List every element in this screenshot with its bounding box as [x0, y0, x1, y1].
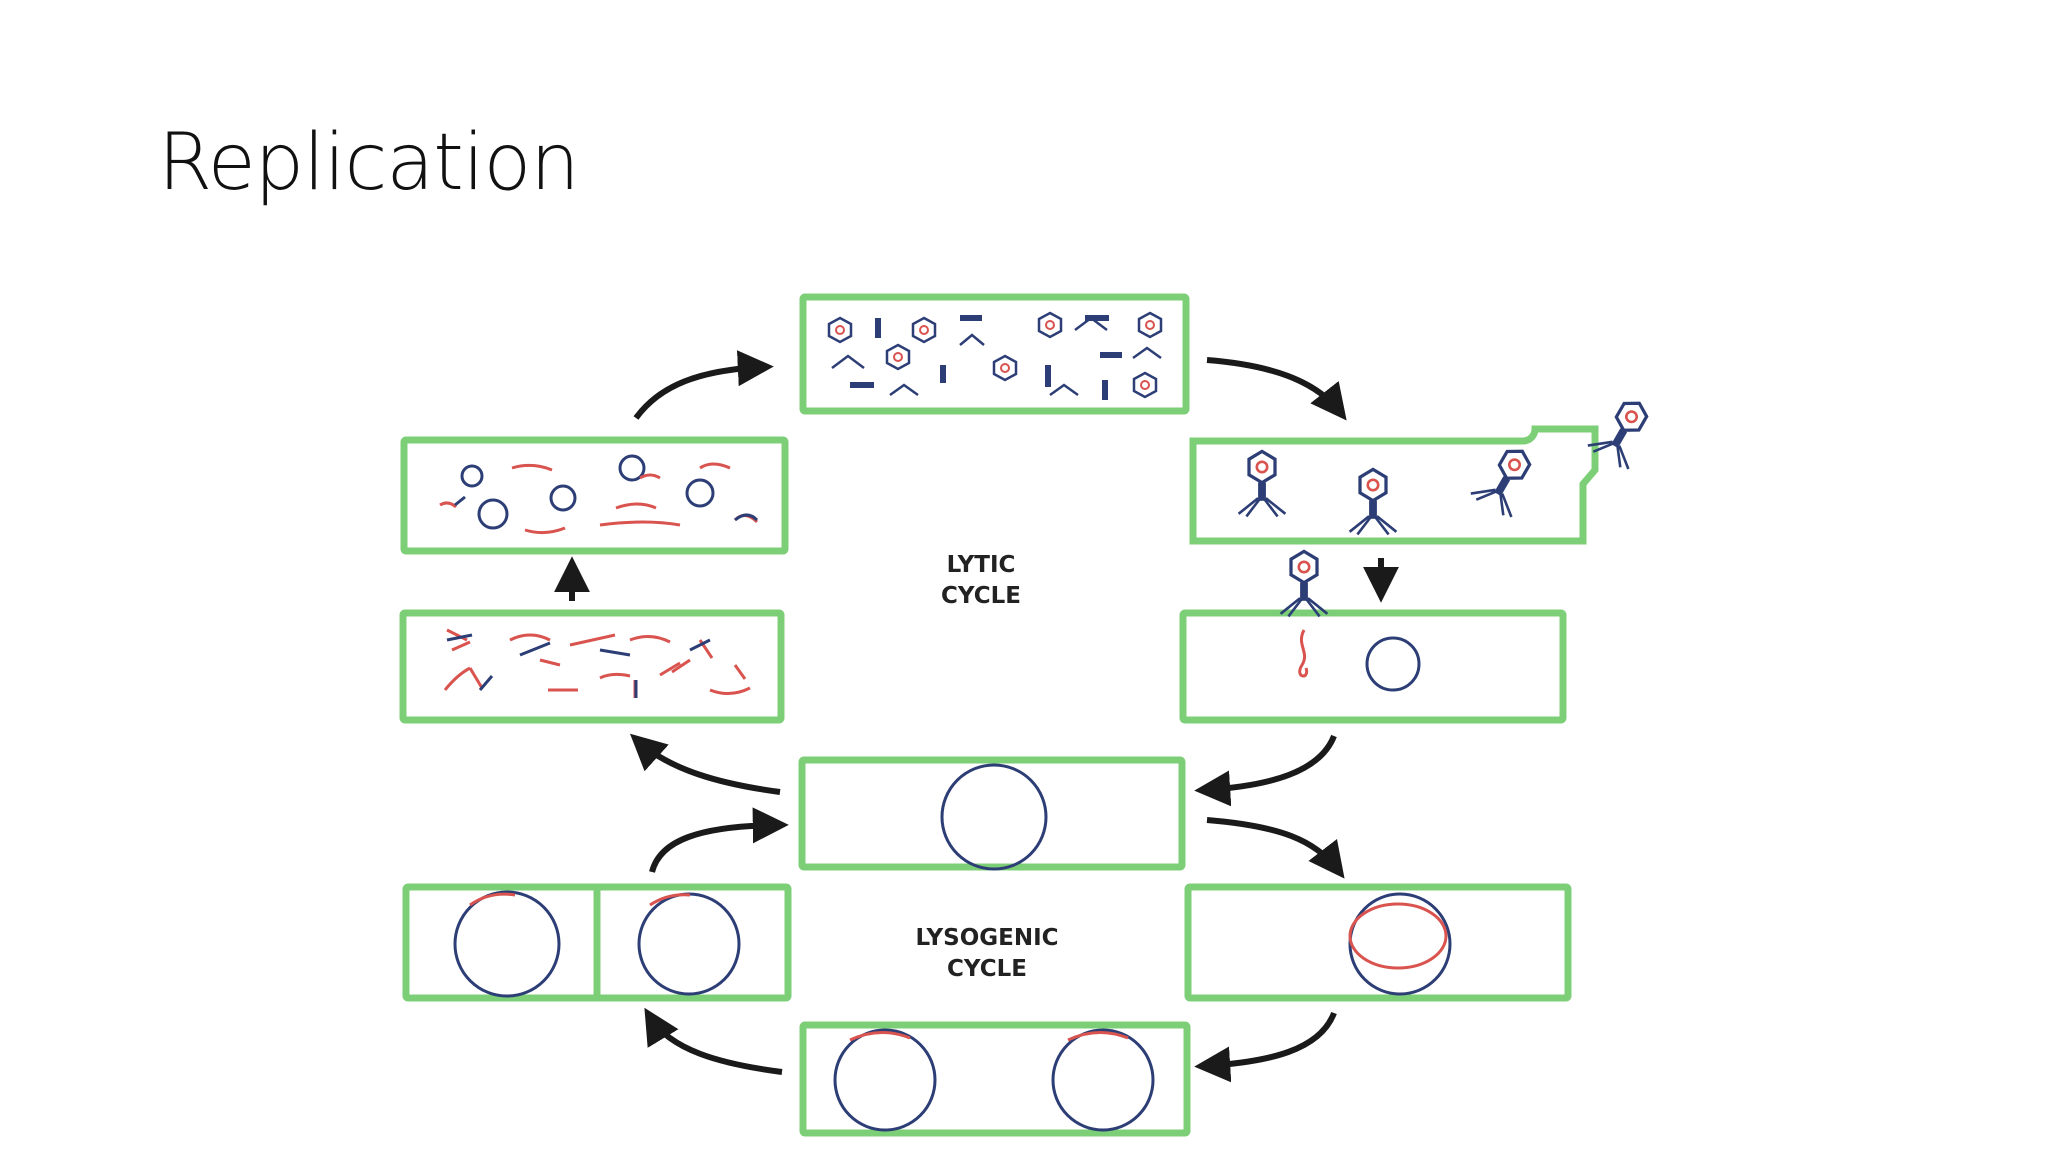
arrow-prophage-to-division: [644, 1007, 783, 1075]
box-lysis-fragments: [399, 609, 785, 724]
box-assembly: [799, 293, 1190, 415]
arrow-division-to-host: [649, 807, 789, 873]
lysogenic-label-line2: CYCLE: [947, 956, 1027, 982]
box-host-cell: [798, 756, 1186, 871]
lysogenic-label-line1: LYSOGENIC: [915, 925, 1058, 951]
arrow-host-to-integration: [1206, 817, 1345, 879]
box-release: [1189, 389, 1662, 545]
box-attachment: [1179, 609, 1567, 724]
arrow-attachment-to-host: [1194, 734, 1337, 807]
box-prophage-replication: [799, 1021, 1191, 1137]
phage-injecting-icon: [1278, 549, 1330, 619]
arrow-host-to-fragments: [629, 733, 781, 795]
box-cell-division: [402, 883, 792, 1002]
box-integration: [1184, 883, 1572, 1002]
arrow-integration-to-prophage: [1194, 1011, 1337, 1083]
lytic-label-line1: LYTIC: [947, 552, 1016, 578]
slide-title: Replication: [158, 118, 580, 208]
box-replication: [400, 436, 789, 555]
cycle-arrows: [554, 350, 1399, 1083]
lytic-label-line2: CYCLE: [941, 583, 1021, 609]
arrow-assembly-to-release: [1206, 357, 1347, 421]
arrow-replication-to-assembly: [633, 350, 774, 420]
